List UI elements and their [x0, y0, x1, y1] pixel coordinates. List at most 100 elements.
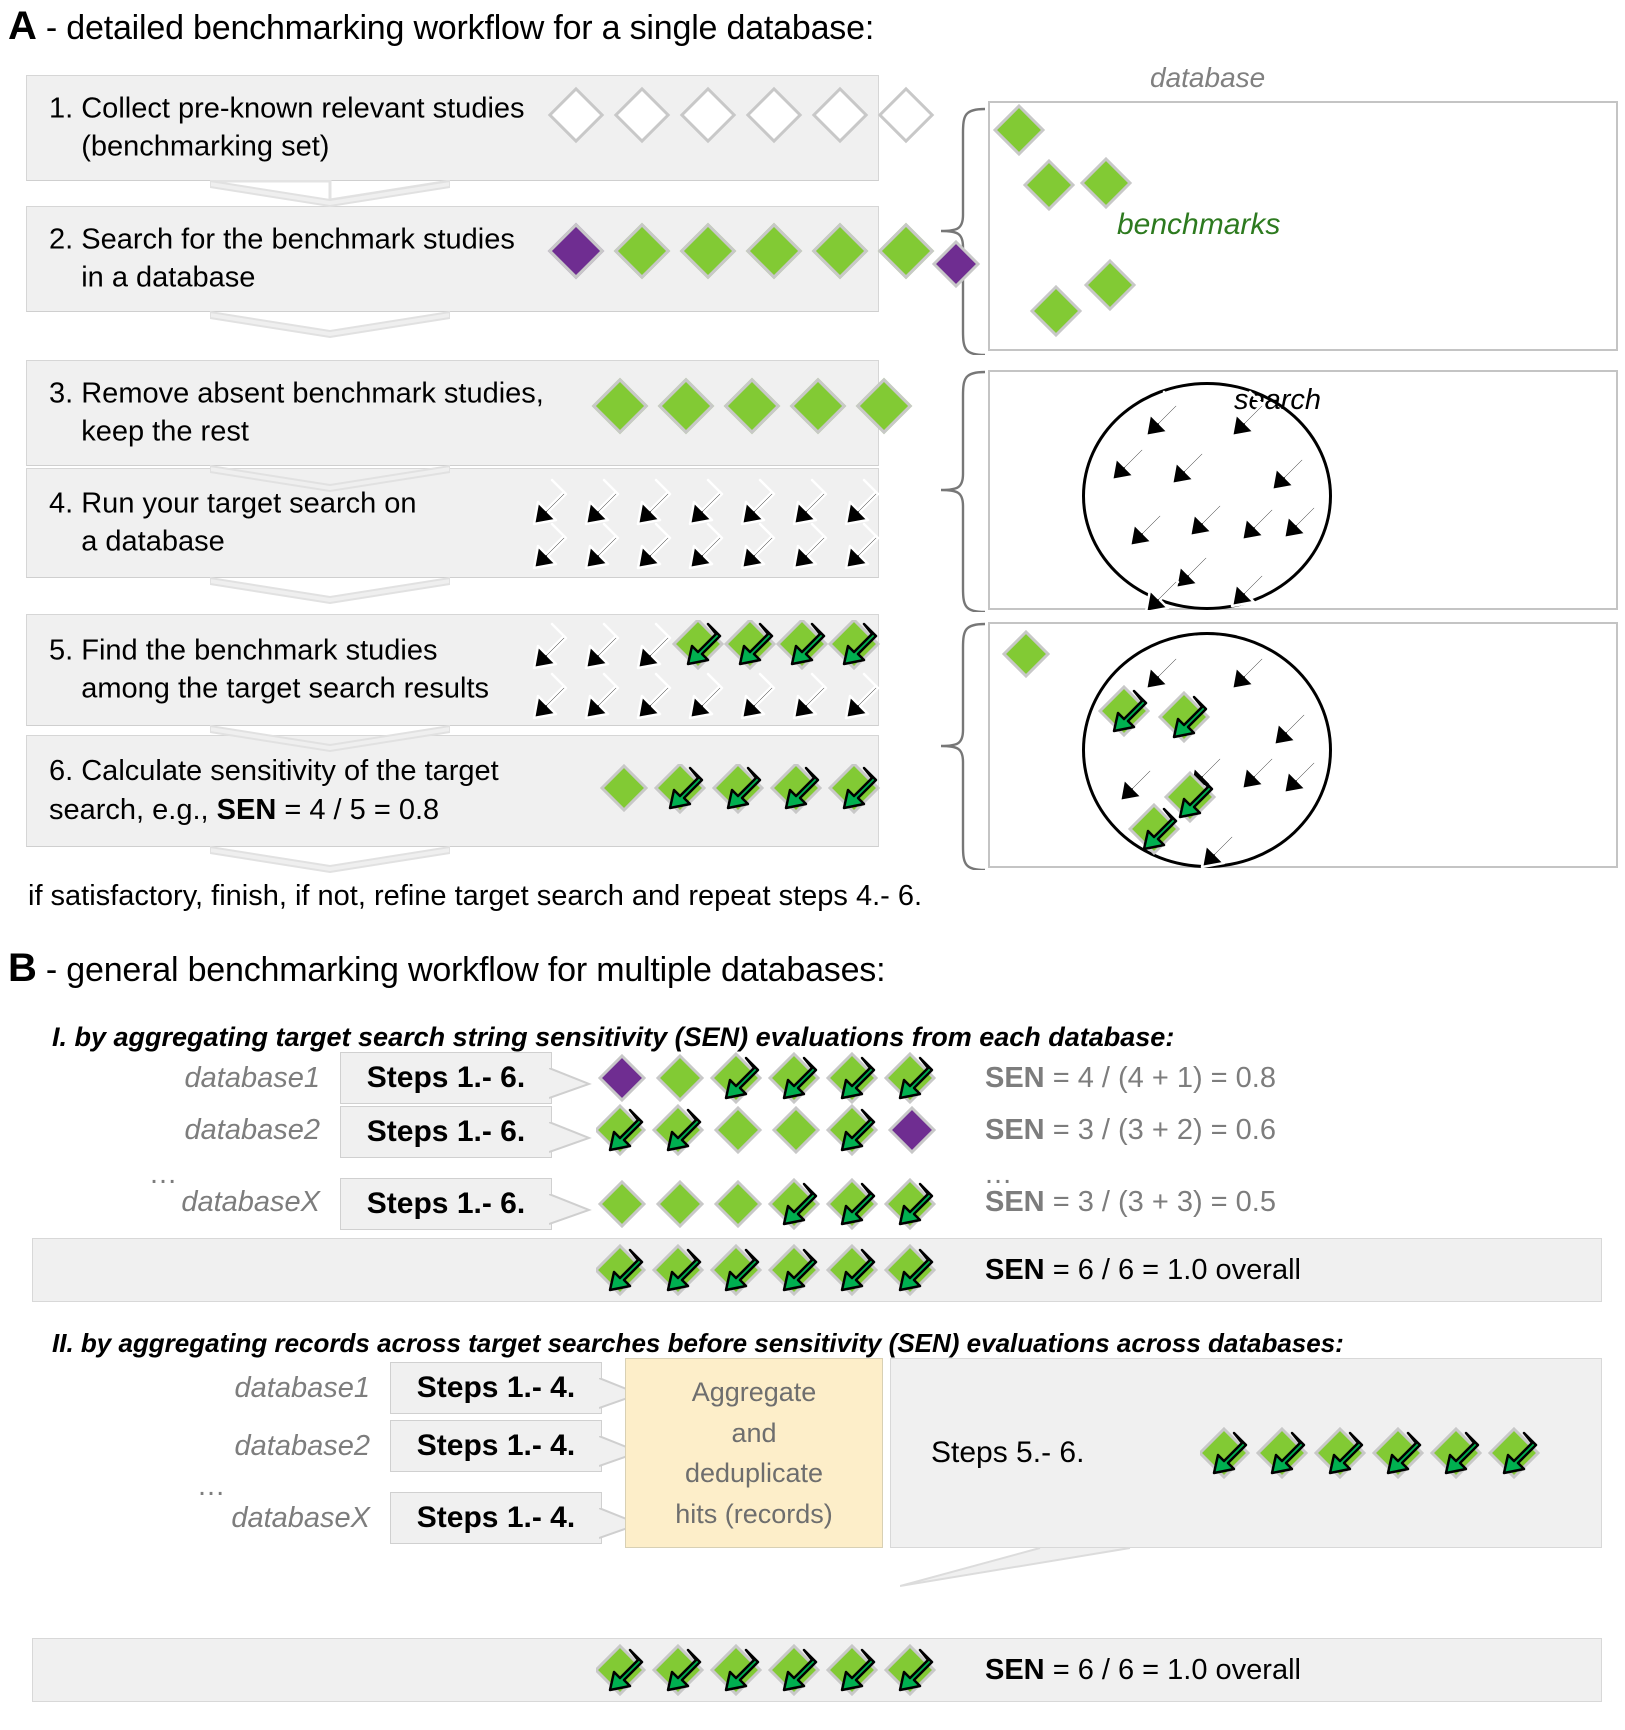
aggregate-line-1: Aggregate — [691, 1377, 817, 1407]
diamond-green — [789, 377, 847, 435]
part2-overall-sen: SEN = 6 / 6 = 1.0 overall — [985, 1654, 1301, 1686]
diamond-green — [811, 222, 869, 280]
step-box-4[interactable]: 4. Run your target search on a database — [26, 468, 879, 578]
part1-sen-1: SEN = 4 / (4 + 1) = 0.8 — [985, 1062, 1276, 1094]
step-3-diamond-row — [591, 377, 930, 435]
part1-ellipsis-right: ... — [985, 1158, 1013, 1190]
brace-step1-2 — [940, 107, 986, 355]
search-results-arrows — [1098, 643, 1318, 869]
section-b-heading: B - general benchmarking workflow for mu… — [8, 946, 886, 991]
step-6-row — [600, 764, 880, 814]
part1-row-2-icons — [596, 1104, 937, 1156]
step-3-text: 3. Remove absent benchmark studies, keep… — [49, 377, 544, 448]
part1-db-label-1: database1 — [184, 1062, 320, 1094]
diamond-white — [679, 86, 737, 144]
part-2-heading: II. by aggregating records across target… — [52, 1328, 1344, 1358]
part2-steps56-to-overall-pointer — [900, 1547, 1131, 1587]
part2-db-label-1: database1 — [234, 1372, 370, 1404]
brace-step5-6 — [940, 622, 986, 870]
step-1-text: 1. Collect pre-known relevant studies (b… — [49, 92, 525, 163]
part1-steps-label-2: Steps 1.- 6. — [366, 1115, 526, 1148]
search-circle-1 — [1082, 382, 1332, 610]
part1-overall-sen: SEN = 6 / 6 = 1.0 overall — [985, 1254, 1301, 1286]
diamond-green — [613, 222, 671, 280]
database-panel-diamonds — [992, 103, 1137, 338]
part1-steps-label-1: Steps 1.- 6. — [366, 1061, 526, 1094]
step2-connector-diamond — [931, 239, 981, 289]
part1-pointer-1 — [549, 1068, 592, 1099]
step-2-text: 2. Search for the benchmark studies in a… — [49, 223, 515, 294]
step-box-1[interactable]: 1. Collect pre-known relevant studies (b… — [26, 75, 879, 181]
section-a-heading: A - detailed benchmarking workflow for a… — [8, 4, 874, 49]
step-5-text: 5. Find the benchmark studies among the … — [49, 634, 490, 705]
aggregate-box: Aggregate and deduplicate hits (records) — [625, 1358, 883, 1548]
diamond-white — [613, 86, 671, 144]
section-a-letter: A — [8, 4, 37, 48]
part1-db-label-3: databaseX — [181, 1186, 320, 1218]
part1-row-1-icons — [597, 1052, 936, 1104]
search-label: search — [1234, 384, 1322, 416]
part2-db-label-3: databaseX — [231, 1502, 370, 1534]
diamond-white — [811, 86, 869, 144]
chevron-3-4 — [210, 465, 450, 493]
aggregate-line-2: and — [731, 1417, 777, 1448]
part1-db-label-2: database2 — [184, 1114, 320, 1146]
part2-db-label-2: database2 — [234, 1430, 370, 1462]
diamond-green — [657, 377, 715, 435]
step-2-diamond-row — [547, 222, 952, 280]
aggregate-line-3: deduplicate — [684, 1458, 824, 1488]
part2-steps-pill-3[interactable]: Steps 1.- 4. — [390, 1492, 602, 1544]
part2-steps-pill-2[interactable]: Steps 1.- 4. — [390, 1420, 602, 1472]
step-box-5[interactable]: 5. Find the benchmark studies among the … — [26, 614, 879, 726]
outside-benchmark-diamond — [1001, 629, 1051, 679]
chevron-6-footnote — [210, 846, 450, 874]
benchmarks-label: benchmarks — [1117, 208, 1281, 241]
diamond-green — [745, 222, 803, 280]
part1-row-3-icons — [597, 1178, 936, 1230]
part2-steps-label-1: Steps 1.- 4. — [416, 1371, 576, 1404]
section-b-letter: B — [8, 946, 37, 990]
part1-sen-3: SEN = 3 / (3 + 3) = 0.5 — [985, 1186, 1276, 1218]
part1-overall-icons — [596, 1244, 936, 1296]
section-a-footnote: if satisfactory, finish, if not, refine … — [28, 880, 923, 912]
part1-ellipsis-left: ... — [150, 1158, 178, 1190]
step-box-2[interactable]: 2. Search for the benchmark studies in a… — [26, 206, 879, 312]
step-4-text: 4. Run your target search on a database — [49, 487, 417, 558]
step-5-row-2 — [532, 672, 880, 720]
database-panel — [988, 101, 1618, 351]
part2-steps56-icons — [1200, 1427, 1540, 1479]
diamond-white — [547, 86, 605, 144]
part-1-heading: I. by aggregating target search string s… — [52, 1022, 1175, 1052]
step-4-arrow-row-1 — [532, 478, 880, 526]
diamond-purple — [547, 222, 605, 280]
diamond-green — [679, 222, 737, 280]
part1-steps-pill-1[interactable]: Steps 1.- 6. — [340, 1052, 552, 1104]
part1-sen-2: SEN = 3 / (3 + 2) = 0.6 — [985, 1114, 1276, 1146]
chevron-1-2 — [210, 180, 450, 208]
part1-pointer-3 — [549, 1194, 592, 1225]
part2-ellipsis: ... — [198, 1470, 226, 1502]
step-5-row-1 — [532, 620, 880, 670]
part1-steps-pill-2[interactable]: Steps 1.- 6. — [340, 1106, 552, 1158]
step-4-arrow-row-2 — [532, 522, 880, 570]
chevron-5-6 — [210, 725, 450, 753]
diamond-green — [723, 377, 781, 435]
diamond-green — [591, 377, 649, 435]
section-b-title: - general benchmarking workflow for mult… — [36, 951, 886, 989]
part1-pointer-2 — [549, 1122, 592, 1153]
search-panel-arrows — [1110, 390, 1318, 610]
part2-overall-icons — [596, 1644, 936, 1696]
aggregate-line-4: hits (records) — [675, 1498, 833, 1529]
diamond-white — [745, 86, 803, 144]
brace-step3-4 — [940, 370, 986, 612]
part2-steps-label-3: Steps 1.- 4. — [416, 1501, 576, 1534]
step-1-diamond-row — [547, 86, 952, 144]
section-a-title: - detailed benchmarking workflow for a s… — [36, 9, 875, 47]
part1-steps-pill-3[interactable]: Steps 1.- 6. — [340, 1178, 552, 1230]
database-panel-label: database — [1150, 62, 1266, 93]
chevron-4-5 — [210, 577, 450, 605]
part2-steps-label-2: Steps 1.- 4. — [416, 1429, 576, 1462]
steps-5-6-label: Steps 5.- 6. — [931, 1436, 1085, 1469]
part2-steps-pill-1[interactable]: Steps 1.- 4. — [390, 1362, 602, 1414]
